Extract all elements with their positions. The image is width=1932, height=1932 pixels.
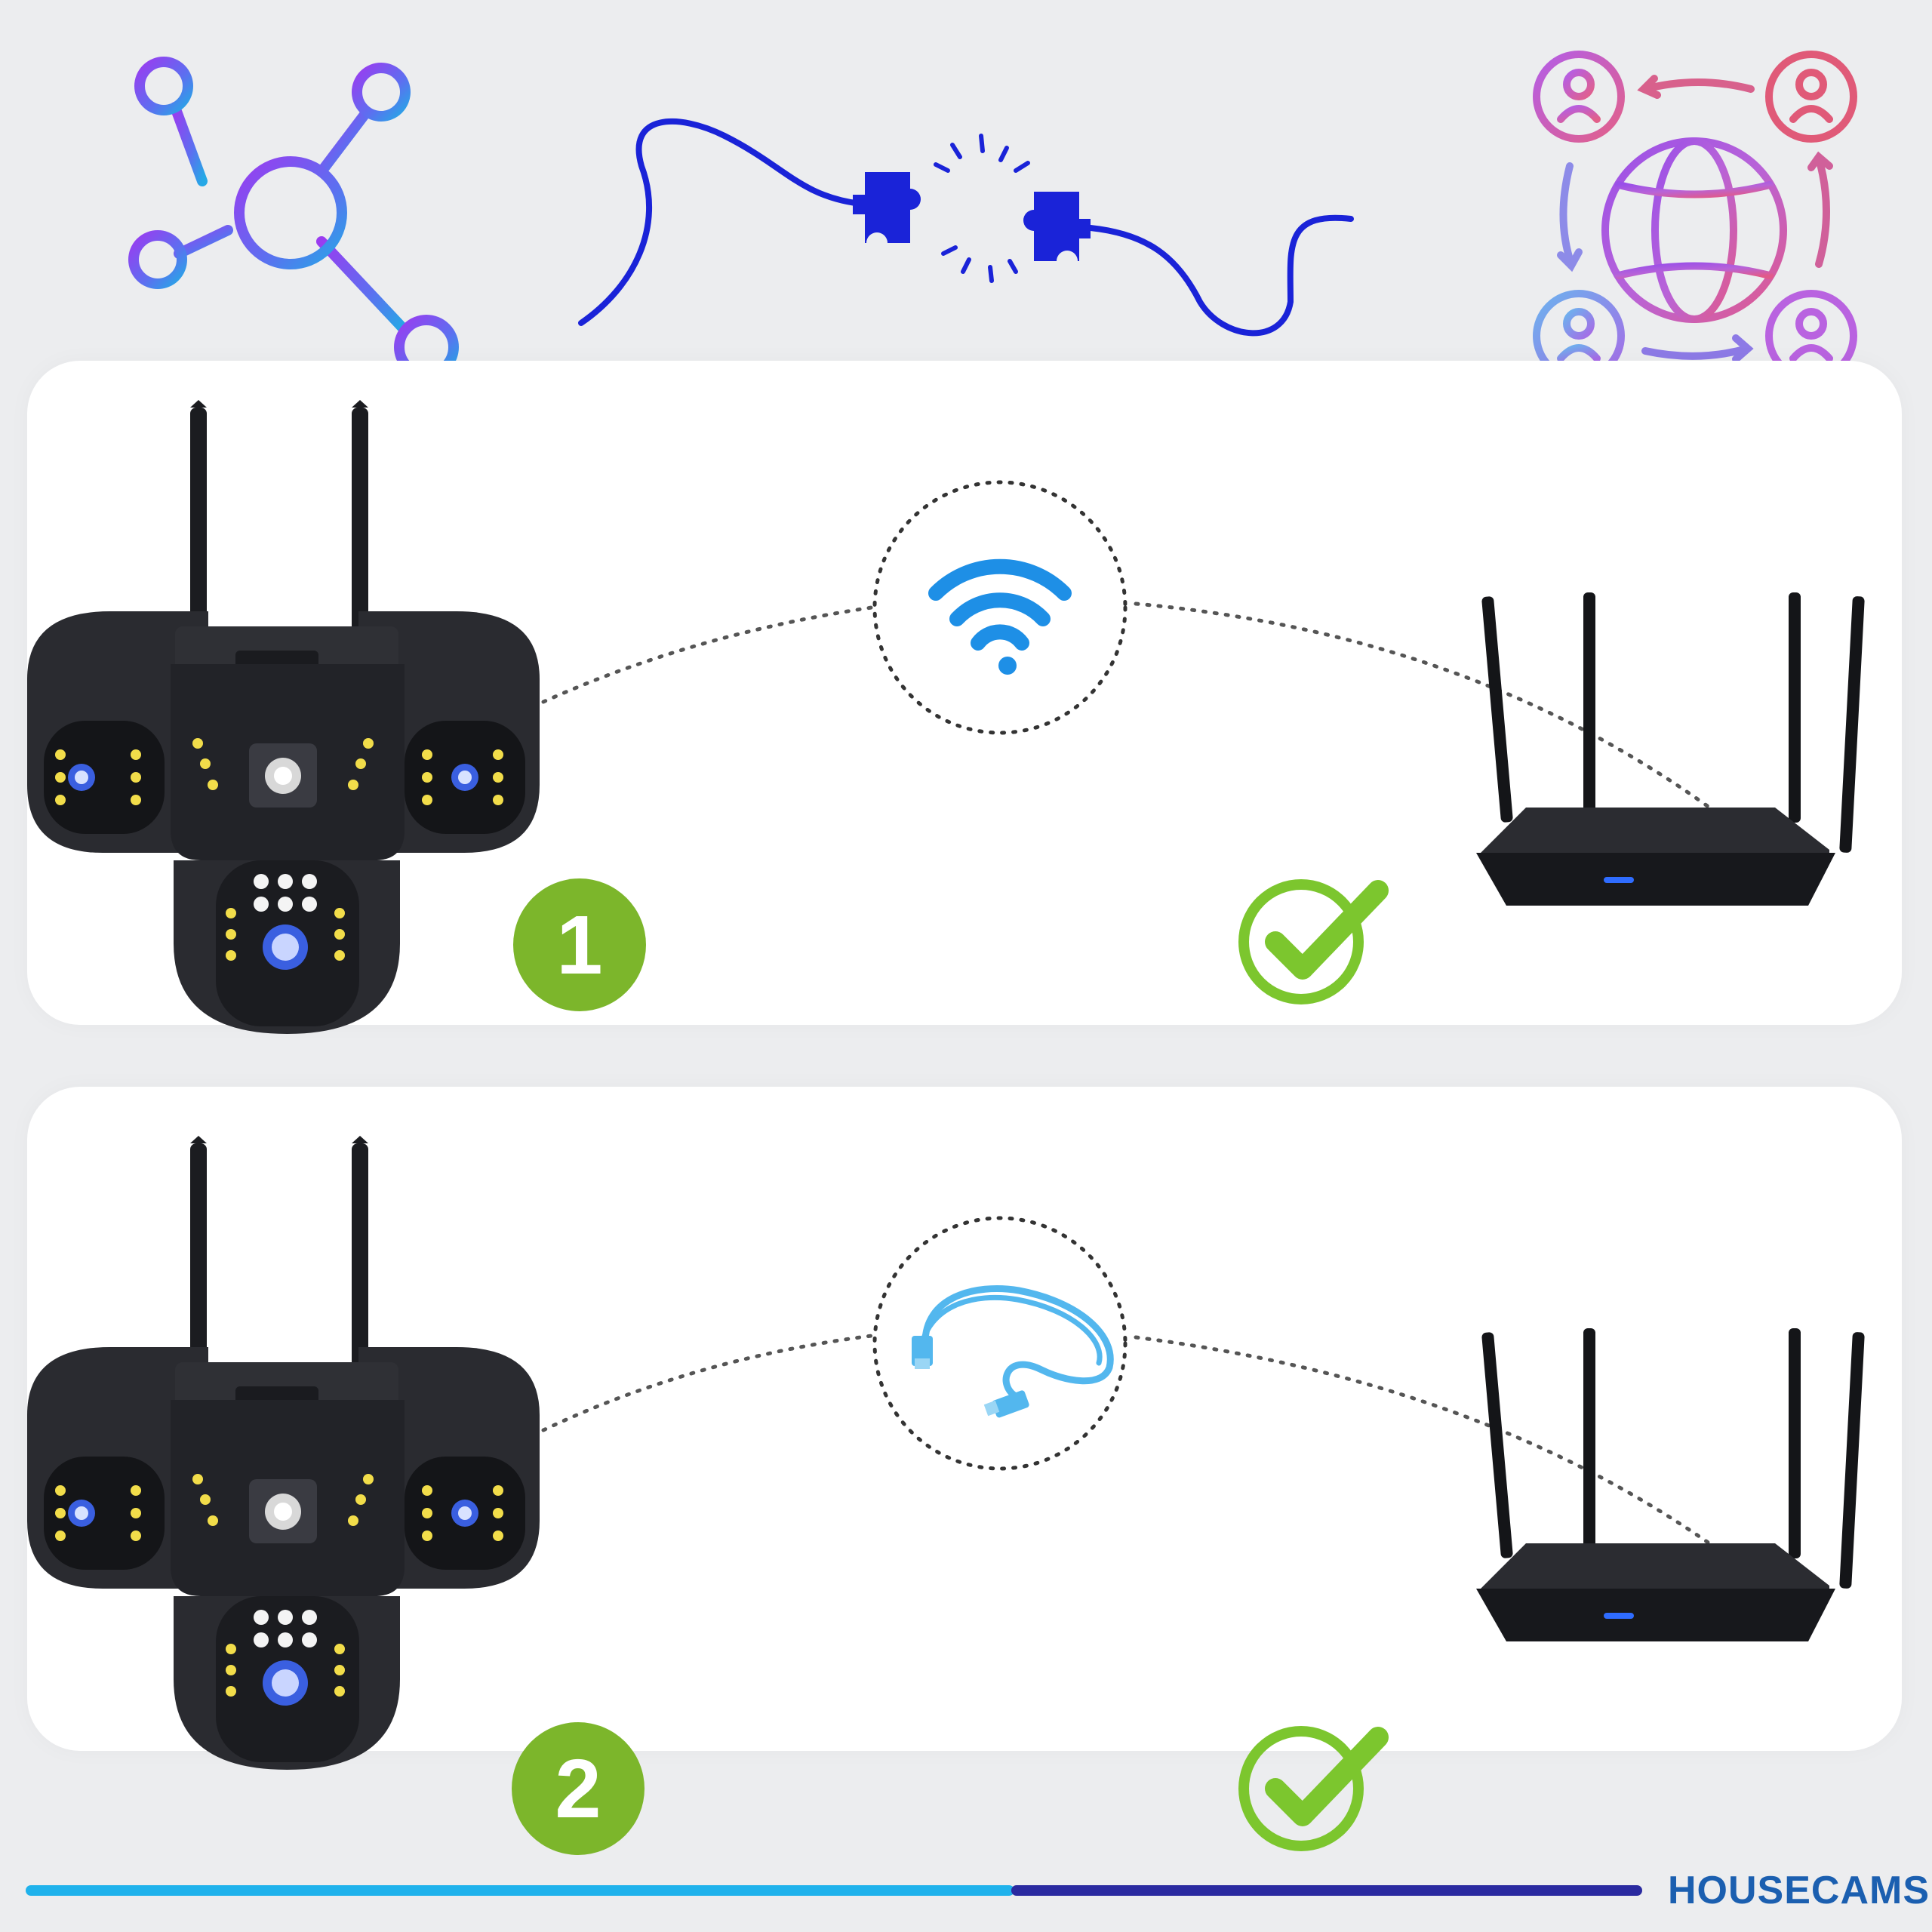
router-image [1476, 1328, 1865, 1641]
camera-image [27, 1136, 540, 1770]
step-1-badge: 1 [513, 878, 646, 1011]
step-1-illustration [27, 400, 1865, 1034]
check-circle-icon [1244, 884, 1378, 999]
wifi-icon [928, 558, 1072, 675]
global-users-network-icon [1533, 51, 1857, 382]
footer-line-right [1011, 1885, 1642, 1896]
network-hub-icon [128, 57, 459, 380]
check-circle-icon [1244, 1731, 1378, 1846]
camera-image [27, 400, 540, 1034]
puzzle-connection-icon [578, 118, 1354, 337]
step-2-illustration [27, 1136, 1865, 1846]
router-image [1476, 592, 1865, 906]
step-2-badge: 2 [512, 1722, 645, 1855]
brand-logo: HOUSECAMS [1668, 1869, 1930, 1912]
footer-line-left [26, 1885, 1014, 1896]
ethernet-cable-icon [912, 1285, 1114, 1418]
